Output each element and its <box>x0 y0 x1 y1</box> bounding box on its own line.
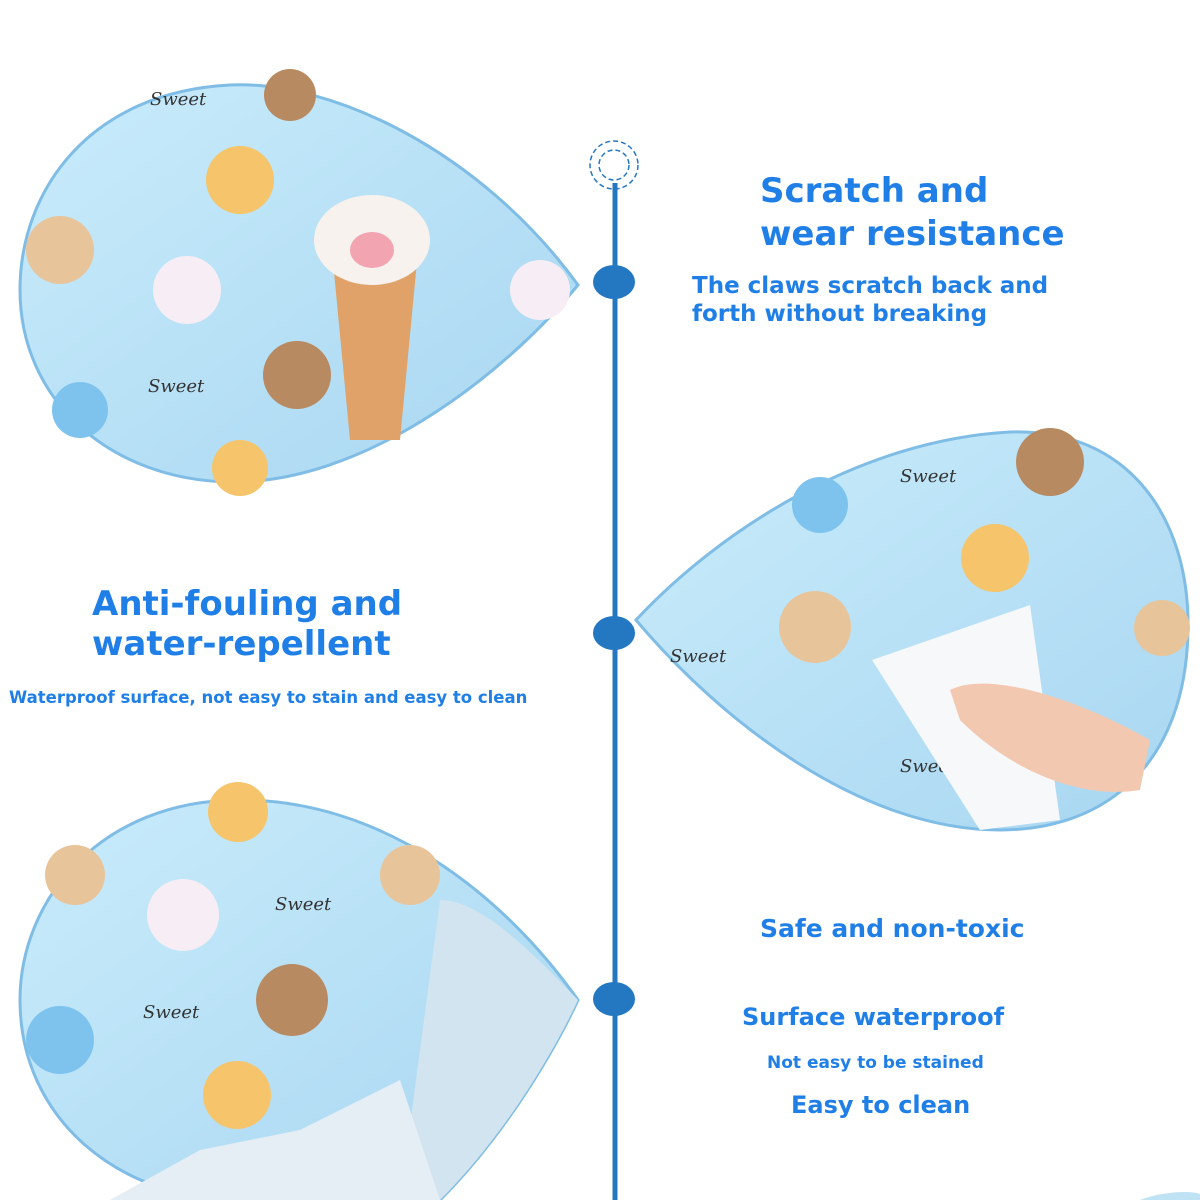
desc-line: The claws scratch back and <box>692 273 1049 299</box>
timeline-dot <box>593 982 635 1016</box>
title-line: water-repellent <box>92 624 391 664</box>
title-line: wear resistance <box>760 214 1065 254</box>
section3-sub2: Not easy to be stained <box>767 1053 984 1073</box>
section3-sub3: Easy to clean <box>791 1091 971 1119</box>
svg-text:Sweet: Sweet <box>150 89 207 110</box>
section1-title: Scratch and wear resistance <box>760 170 1065 256</box>
svg-text:Sweet: Sweet <box>275 894 332 915</box>
svg-text:Sweet: Sweet <box>900 466 957 487</box>
title-line: Anti-fouling and <box>92 584 403 624</box>
section2-desc: Waterproof surface, not easy to stain an… <box>9 688 528 707</box>
section3-sub1: Surface waterproof <box>742 1003 1005 1031</box>
section3-title: Safe and non-toxic <box>760 914 1025 943</box>
title-line: Scratch and <box>760 171 989 211</box>
desc-line: forth without breaking <box>692 301 988 327</box>
mat-image-scratch: Sweet Sweet <box>18 69 580 496</box>
svg-text:Sweet: Sweet <box>148 376 205 397</box>
timeline-dot <box>593 265 635 299</box>
section2-title: Anti-fouling and water-repellent <box>92 584 402 664</box>
timeline-ring-icon <box>589 140 639 190</box>
svg-text:Sweet: Sweet <box>143 1002 200 1023</box>
timeline <box>589 140 639 1200</box>
mat-image-wipe: Sweet Sweet Sweet <box>633 428 1190 832</box>
section1-desc: The claws scratch back and forth without… <box>692 272 1048 328</box>
mat-image-waterproof: Sweet Sweet <box>18 782 580 1200</box>
svg-text:Sweet: Sweet <box>670 646 727 667</box>
timeline-dot <box>593 616 635 650</box>
